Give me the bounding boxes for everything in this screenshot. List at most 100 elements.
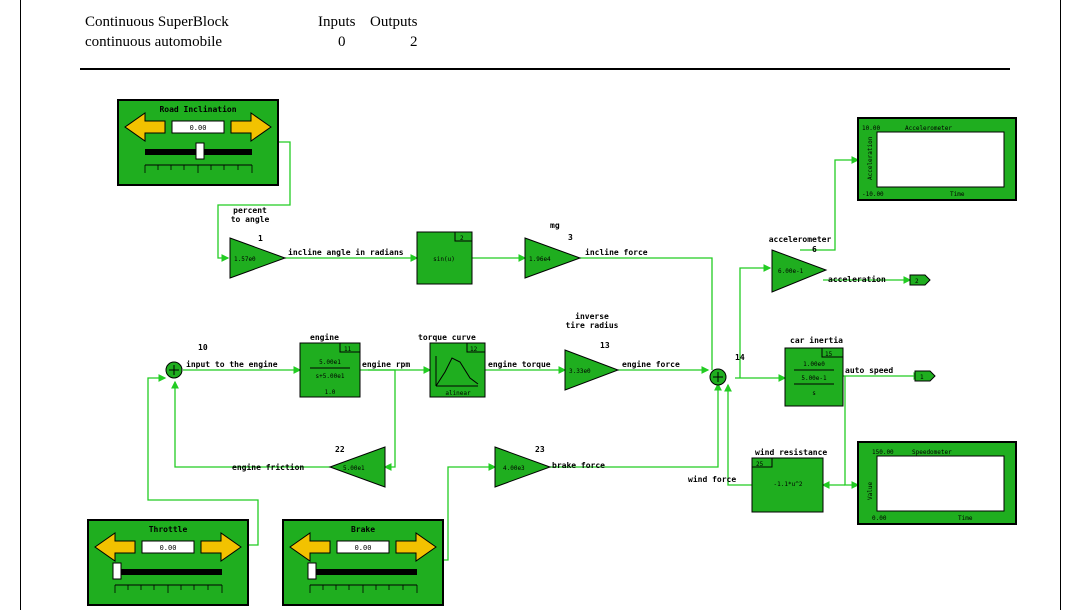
signal-incline-force: incline force	[585, 247, 648, 257]
wind-resistance-block[interactable]: wind resistance 25 -1.1*u^2	[751, 447, 827, 513]
signal-auto-speed: auto speed	[845, 366, 893, 375]
road-value[interactable]: 0.00	[190, 124, 207, 132]
left-arrow-icon[interactable]	[124, 112, 166, 142]
block-id: 13	[600, 341, 610, 350]
signal-brake-force: brake force	[552, 461, 605, 470]
outputs-count: 2	[410, 34, 418, 50]
block-label: car inertia	[790, 335, 843, 345]
block-label: engine	[310, 332, 339, 342]
wires	[147, 141, 922, 561]
road-inclination-panel[interactable]: Road Inclination 0.00	[117, 99, 279, 186]
throttle-panel[interactable]: Throttle 0.00	[87, 519, 249, 606]
throttle-slider-handle[interactable]	[112, 562, 122, 580]
brake-slider-handle[interactable]	[307, 562, 317, 580]
brake-panel[interactable]: Brake 0.00	[282, 519, 444, 606]
right-arrow-icon[interactable]	[230, 112, 272, 142]
gain-block-mg[interactable]: mg 3 1.96e4	[524, 221, 582, 279]
right-arrow-icon[interactable]	[395, 532, 437, 562]
block-id: 25	[756, 461, 764, 468]
block-id: 10	[198, 343, 208, 352]
gain-block-engine-friction[interactable]: 22 5.00e1	[328, 445, 386, 488]
signal-wind-force: wind force	[688, 474, 736, 484]
gain-value: 6.00e-1	[778, 268, 804, 275]
block-id: 23	[535, 445, 545, 454]
engine-tail: 1.0	[325, 389, 336, 396]
car-inertia-block[interactable]: car inertia 15 1.00e0 5.00e-1 s	[784, 335, 844, 407]
outport-1[interactable]: 1	[914, 370, 936, 382]
gain-value: 1.57e0	[234, 256, 256, 263]
brake-value[interactable]: 0.00	[355, 544, 372, 552]
speed-ymin: 0.00	[872, 515, 887, 522]
superblock-name: continuous automobile	[85, 34, 223, 50]
block-label: torque curve	[418, 333, 476, 342]
signal-engine-rpm: engine rpm	[362, 359, 410, 369]
engine-block[interactable]: engine 11 5.00e1 s+5.00e1 1.0	[299, 332, 361, 398]
road-slider-handle[interactable]	[195, 142, 205, 160]
block-expr: -1.1*u^2	[774, 481, 803, 488]
engine-den: s+5.00e1	[316, 373, 345, 380]
outport-2[interactable]: 2	[909, 274, 931, 286]
signal-acceleration: acceleration	[828, 274, 886, 284]
diagram-frame	[20, 0, 1061, 610]
right-arrow-icon[interactable]	[200, 532, 242, 562]
left-arrow-icon[interactable]	[94, 532, 136, 562]
signal-incline-angle: incline angle in radians	[288, 247, 404, 257]
header-rule	[80, 68, 1010, 70]
sum-junction-10[interactable]: 10	[165, 343, 208, 379]
block-id: 2	[460, 235, 464, 242]
block-label: accelerometer	[769, 235, 832, 244]
throttle-value[interactable]: 0.00	[160, 544, 177, 552]
signal-engine-force: engine force	[622, 359, 680, 369]
outport-number: 1	[920, 374, 924, 381]
inputs-header: Inputs	[318, 14, 356, 30]
signal-engine-torque: engine torque	[488, 359, 551, 369]
sin-block[interactable]: 2 sin(u)	[416, 231, 473, 285]
speed-title: Speedometer	[912, 449, 952, 456]
throttle-panel-title: Throttle	[149, 525, 188, 534]
block-expr: sin(u)	[433, 256, 455, 263]
accel-ylabel: Acceleration	[867, 136, 874, 180]
superblock-type: Continuous SuperBlock	[85, 14, 229, 30]
brake-slider-track[interactable]	[310, 569, 417, 575]
signal-input-engine: input to the engine	[186, 359, 278, 369]
signal-engine-friction: engine friction	[232, 462, 304, 472]
accel-title: Accelerometer	[905, 125, 952, 132]
speed-ymax: 150.00	[872, 449, 894, 456]
block-id: 14	[735, 353, 745, 362]
block-id: 12	[470, 346, 478, 353]
inertia-num: 1.00e0	[803, 361, 825, 368]
speed-ylabel: Value	[867, 482, 874, 500]
block-id: 1	[258, 234, 263, 243]
sum-junction-14[interactable]: 14	[709, 353, 745, 386]
accel-ymin: -10.00	[862, 191, 884, 198]
gain-block-accelerometer[interactable]: accelerometer 6 6.00e-1	[769, 235, 832, 293]
block-label: mg	[550, 221, 560, 230]
speedometer-scope[interactable]: 150.00 Speedometer 0.00 Time Value	[857, 441, 1017, 525]
block-id: 6	[812, 245, 817, 254]
gain-value: 5.00e1	[343, 465, 365, 472]
inertia-den: s	[812, 390, 816, 397]
gain-value: 4.00e3	[503, 465, 525, 472]
block-id: 11	[344, 346, 352, 353]
outport-number: 2	[915, 278, 919, 285]
left-arrow-icon[interactable]	[289, 532, 331, 562]
engine-num: 5.00e1	[319, 359, 341, 366]
block-foot: alinear	[445, 390, 471, 397]
brake-panel-title: Brake	[351, 525, 375, 534]
torque-curve-block[interactable]: torque curve 12 alinear	[418, 333, 486, 398]
outputs-header: Outputs	[370, 14, 418, 30]
block-id: 15	[825, 351, 833, 358]
gain-value: 3.33e0	[569, 368, 591, 375]
throttle-slider-track[interactable]	[115, 569, 222, 575]
gain-block-brake[interactable]: 23 4.00e3	[494, 445, 552, 488]
speed-xlabel: Time	[958, 515, 973, 522]
accelerometer-scope[interactable]: 10.00 Accelerometer -10.00 Time Accelera…	[857, 117, 1017, 201]
inertia-mid: 5.00e-1	[801, 375, 827, 382]
inputs-count: 0	[338, 34, 346, 50]
accel-ymax: 10.00	[862, 125, 880, 132]
